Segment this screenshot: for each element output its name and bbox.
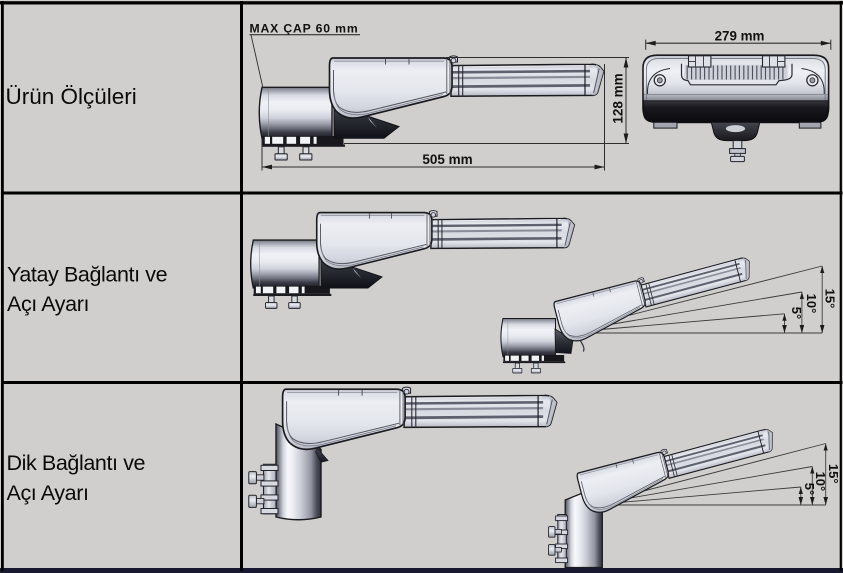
svg-text:15°: 15° bbox=[826, 464, 841, 484]
svg-text:505 mm: 505 mm bbox=[422, 152, 472, 167]
svg-text:MAX ÇAP 60 mm: MAX ÇAP 60 mm bbox=[250, 21, 359, 35]
svg-text:Ürün Ölçüleri: Ürün Ölçüleri bbox=[6, 84, 137, 109]
svg-text:10°: 10° bbox=[813, 472, 828, 492]
svg-text:128 mm: 128 mm bbox=[610, 73, 625, 123]
svg-text:Açı Ayarı: Açı Ayarı bbox=[7, 481, 89, 505]
svg-text:5°: 5° bbox=[802, 483, 817, 495]
svg-text:15°: 15° bbox=[823, 289, 838, 309]
svg-text:Dik Bağlantı ve: Dik Bağlantı ve bbox=[7, 451, 146, 475]
svg-text:5°: 5° bbox=[789, 307, 804, 319]
svg-text:Açı Ayarı: Açı Ayarı bbox=[7, 292, 89, 316]
svg-text:Yatay Bağlantı ve: Yatay Bağlantı ve bbox=[7, 262, 167, 286]
svg-text:10°: 10° bbox=[804, 294, 819, 314]
svg-text:279 mm: 279 mm bbox=[715, 29, 765, 44]
